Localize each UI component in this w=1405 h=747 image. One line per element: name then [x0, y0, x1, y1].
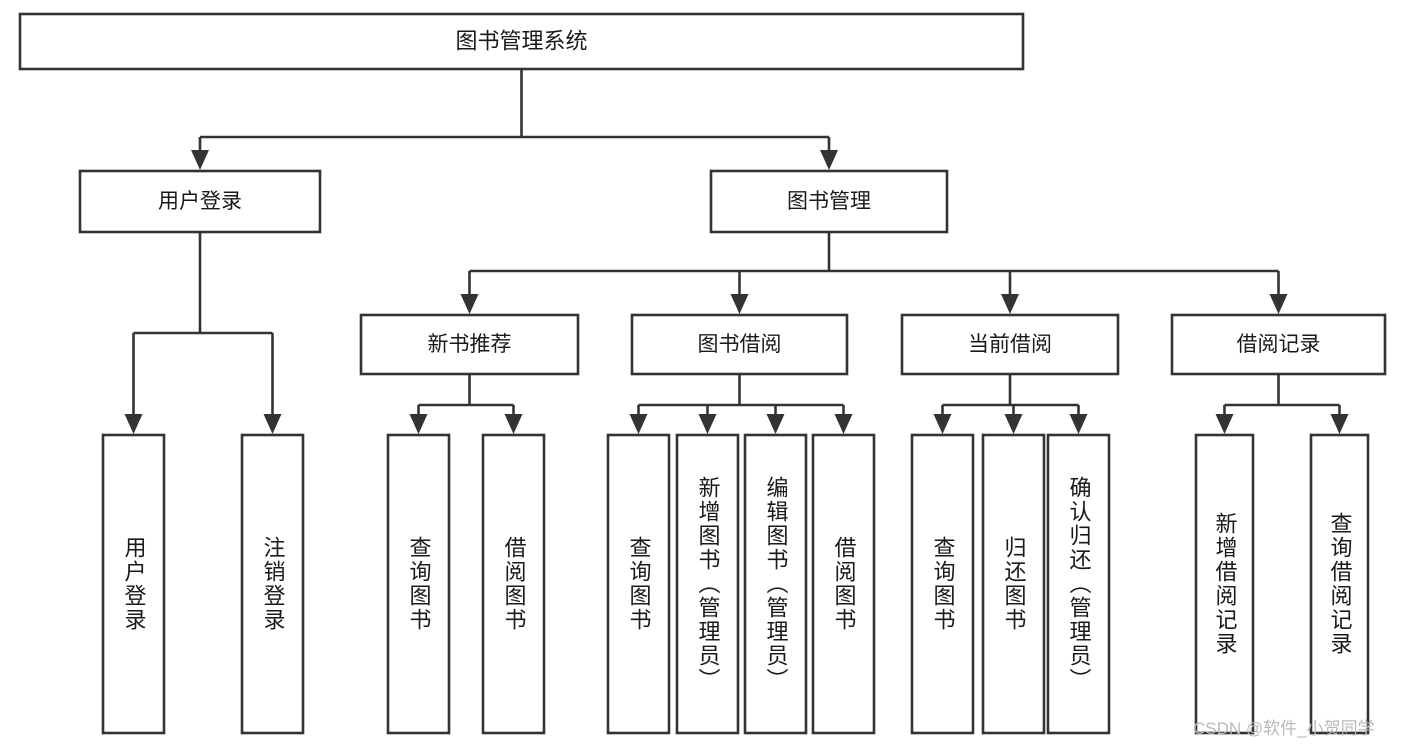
node-box-leaf-add-book-admin[interactable]	[675, 433, 740, 735]
node-box-book-borrow[interactable]	[630, 313, 849, 376]
node-box-book-manage[interactable]	[709, 169, 949, 234]
node-box-leaf-query-book-1[interactable]	[386, 433, 451, 735]
boxes-layer	[18, 12, 1387, 735]
node-box-leaf-borrow-book-2[interactable]	[811, 433, 876, 735]
node-box-leaf-query-book-3[interactable]	[910, 433, 975, 735]
node-box-leaf-return-book[interactable]	[981, 433, 1046, 735]
node-box-borrow-record[interactable]	[1170, 313, 1387, 376]
node-box-leaf-logout-login[interactable]	[240, 433, 305, 735]
node-label-book-manage: 图书管理	[787, 190, 871, 213]
node-label-root: 图书管理系统	[455, 28, 587, 53]
node-box-leaf-edit-book-admin[interactable]	[743, 433, 808, 735]
csdn-watermark: CSDN @软件_小贺同学	[1193, 719, 1375, 738]
node-label-new-book-recommend: 新书推荐	[428, 333, 512, 356]
node-label-borrow-record: 借阅记录	[1237, 333, 1321, 356]
node-box-leaf-query-book-2[interactable]	[606, 433, 671, 735]
node-box-leaf-user-login[interactable]	[101, 433, 166, 735]
node-box-leaf-add-borrow-record[interactable]	[1194, 433, 1255, 735]
node-box-user-login[interactable]	[78, 169, 322, 234]
node-label-current-borrow: 当前借阅	[968, 333, 1052, 356]
node-box-root[interactable]	[18, 12, 1025, 71]
node-box-current-borrow[interactable]	[900, 313, 1120, 376]
node-box-leaf-query-borrow-record[interactable]	[1309, 433, 1370, 735]
node-label-book-borrow: 图书借阅	[698, 333, 782, 356]
node-label-user-login: 用户登录	[158, 190, 242, 213]
node-box-leaf-confirm-return-admin[interactable]	[1046, 433, 1111, 735]
node-box-leaf-borrow-book-1[interactable]	[481, 433, 546, 735]
node-box-new-book-recommend[interactable]	[359, 313, 580, 376]
connectors-layer	[124, 69, 1349, 434]
